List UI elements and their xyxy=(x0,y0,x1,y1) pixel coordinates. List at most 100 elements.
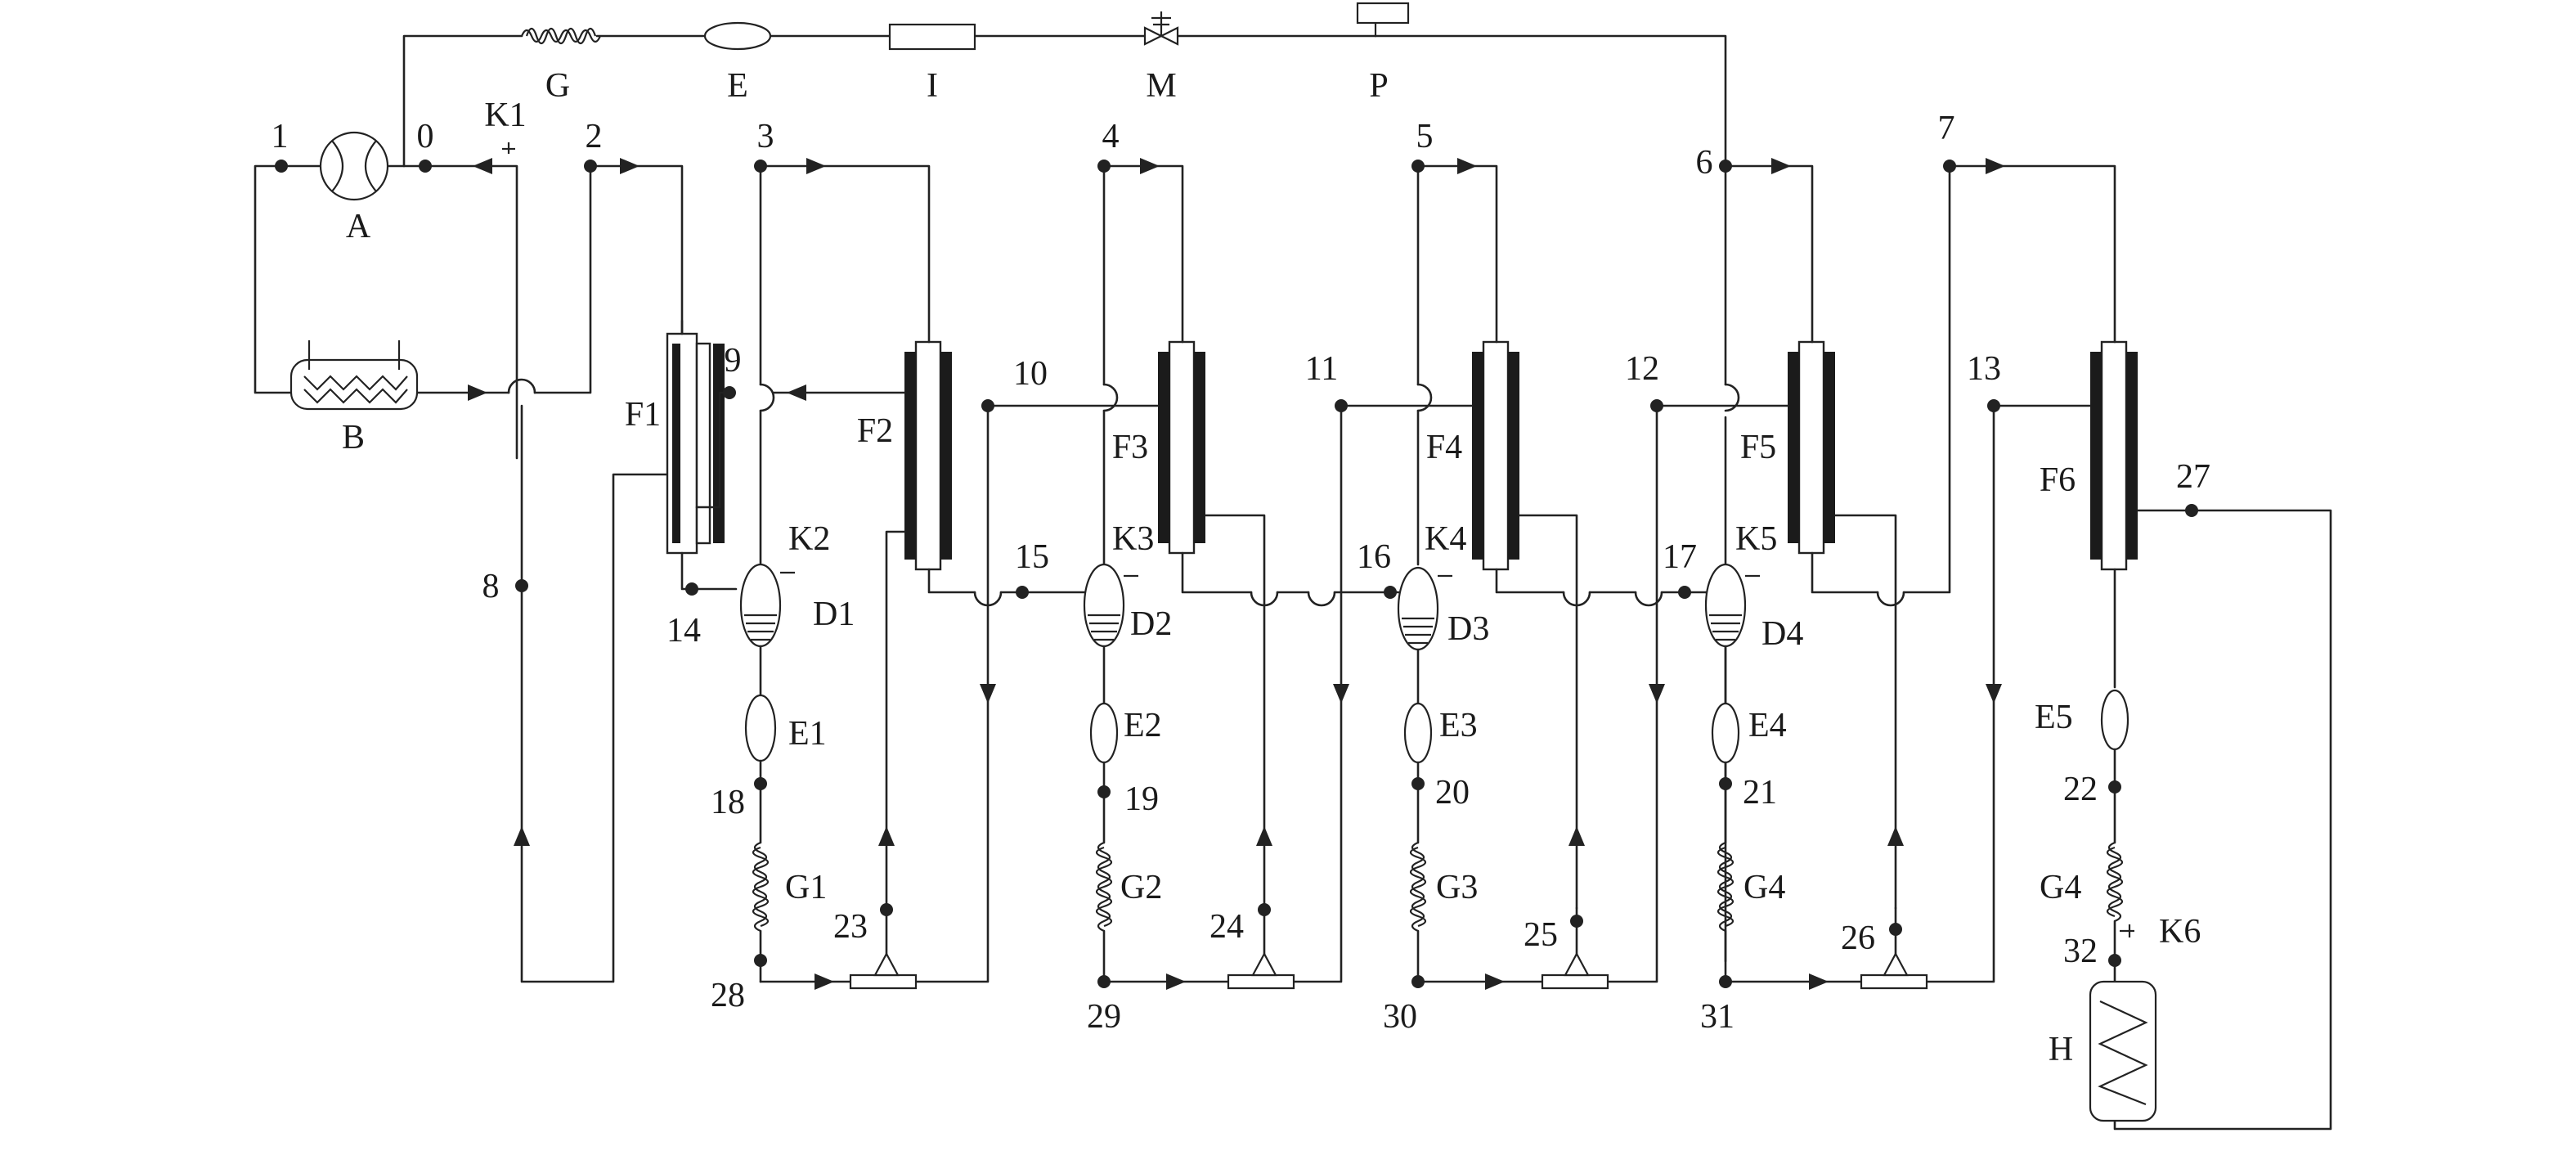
component-e: E xyxy=(703,21,772,105)
stage-2-piping xyxy=(986,158,1392,990)
dot-6 xyxy=(1719,160,1732,173)
label-point-0: 0 xyxy=(417,118,434,155)
stage-1-piping xyxy=(680,158,1024,990)
dot-22 xyxy=(2108,780,2121,794)
label-k4: K4 xyxy=(1425,520,1466,558)
state-point-labels: 1 0 2 3 4 5 6 7 8 9 10 11 12 13 14 15 16… xyxy=(272,110,2211,1036)
label-g: G xyxy=(545,67,570,105)
label-point-18: 18 xyxy=(711,784,745,821)
dot-15 xyxy=(1016,586,1029,599)
label-g3: G3 xyxy=(1436,869,1478,906)
label-point-10: 10 xyxy=(1013,355,1048,393)
dot-8 xyxy=(515,579,528,592)
label-point-23: 23 xyxy=(833,908,868,946)
dot-7 xyxy=(1943,160,1956,173)
label-d2: D2 xyxy=(1130,605,1172,643)
dot-17 xyxy=(1678,586,1691,599)
label-point-32: 32 xyxy=(2063,933,2098,970)
label-e4: E4 xyxy=(1748,707,1787,744)
label-k1: K1 xyxy=(484,97,526,134)
arrow-25 xyxy=(1568,826,1585,846)
label-f6: F6 xyxy=(2040,461,2076,499)
label-point-2: 2 xyxy=(586,118,603,155)
arrow-28 xyxy=(815,973,834,990)
exchanger-f6: F6 xyxy=(2040,340,2138,571)
label-point-12: 12 xyxy=(1625,350,1659,388)
label-point-16: 16 xyxy=(1357,538,1391,576)
label-point-22: 22 xyxy=(2063,771,2098,808)
label-k6: K6 xyxy=(2159,913,2201,951)
arrow-11-down xyxy=(1333,684,1349,704)
dot-23 xyxy=(880,903,893,916)
label-point-24: 24 xyxy=(1209,908,1244,946)
stage-4-piping xyxy=(1655,158,2002,990)
arrow-12-down xyxy=(1649,684,1665,704)
label-p: P xyxy=(1369,67,1388,105)
arrow-10-down xyxy=(980,684,996,704)
label-f1: F1 xyxy=(625,396,661,434)
dot-28 xyxy=(754,954,767,967)
label-e3: E3 xyxy=(1439,707,1478,744)
arrow-7 xyxy=(1986,158,2005,174)
arrow-2 xyxy=(620,158,640,174)
separator-d3: D3 K4 xyxy=(1397,520,1489,651)
dot-10 xyxy=(981,399,994,412)
arrow-29 xyxy=(1166,973,1186,990)
label-point-28: 28 xyxy=(711,977,745,1014)
coil-g4-stage5: G4 xyxy=(2040,841,2124,983)
label-m: M xyxy=(1146,67,1176,105)
arrow-4 xyxy=(1140,158,1160,174)
dot-24 xyxy=(1258,903,1271,916)
tank-h: H xyxy=(2049,980,2157,1122)
dot-26 xyxy=(1889,923,1902,936)
expander-e4: E4 xyxy=(1711,645,1787,844)
label-point-21: 21 xyxy=(1743,774,1777,812)
label-point-3: 3 xyxy=(757,118,774,155)
dot-21 xyxy=(1719,777,1732,790)
label-point-25: 25 xyxy=(1524,916,1558,954)
label-e5: E5 xyxy=(2035,699,2073,736)
arrow-k1 xyxy=(473,158,492,174)
label-point-5: 5 xyxy=(1416,118,1434,155)
label-k3: K3 xyxy=(1112,520,1154,558)
label-d4: D4 xyxy=(1761,615,1803,653)
coil-g1: G1 xyxy=(752,841,827,983)
label-point-8: 8 xyxy=(482,568,500,605)
stage-3-piping xyxy=(1340,158,1708,990)
label-e: E xyxy=(727,67,748,105)
label-point-6: 6 xyxy=(1696,144,1713,182)
dot-31 xyxy=(1719,975,1732,988)
dot-27 xyxy=(2185,504,2198,517)
expander-e1: E1 xyxy=(744,645,827,844)
arrow-26 xyxy=(1887,826,1904,846)
label-point-4: 4 xyxy=(1102,118,1120,155)
label-f3: F3 xyxy=(1112,429,1148,466)
arrow-31 xyxy=(1809,973,1829,990)
ejector-3 xyxy=(1541,951,1609,990)
label-k2: K2 xyxy=(788,520,830,558)
label-b: B xyxy=(342,419,365,456)
dot-32 xyxy=(2108,954,2121,967)
label-g4-stage5: G4 xyxy=(2040,869,2081,906)
dot-4 xyxy=(1097,160,1111,173)
dot-2 xyxy=(584,160,597,173)
label-h: H xyxy=(2049,1031,2073,1068)
dot-19 xyxy=(1097,785,1111,798)
label-f2: F2 xyxy=(857,412,893,450)
ejector-2 xyxy=(1227,951,1295,990)
label-point-1: 1 xyxy=(272,118,289,155)
label-point-26: 26 xyxy=(1841,919,1875,957)
coil-g2: G2 xyxy=(1095,841,1162,983)
arrow-b-out xyxy=(468,384,487,401)
label-point-14: 14 xyxy=(666,612,701,650)
dot-13 xyxy=(1987,399,2000,412)
valve-m: M xyxy=(1143,11,1179,105)
dot-9 xyxy=(723,386,736,399)
exchanger-f2: F2 xyxy=(857,340,952,571)
label-g2: G2 xyxy=(1120,869,1162,906)
state-point-dots xyxy=(275,160,2198,988)
separator-d4: D4 K5 xyxy=(1704,520,1803,653)
arrow-24 xyxy=(1256,826,1272,846)
arrow-5 xyxy=(1457,158,1477,174)
label-g4-stage4: G4 xyxy=(1744,869,1785,906)
